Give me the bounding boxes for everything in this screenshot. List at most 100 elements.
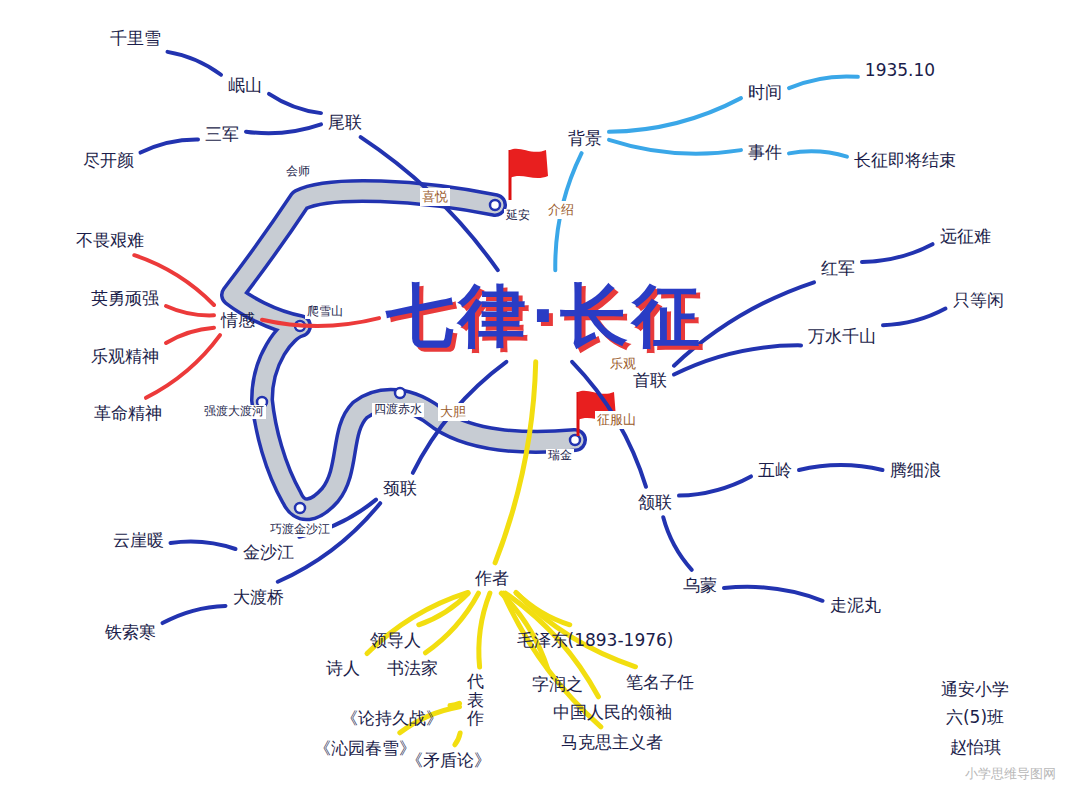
- node-text: 1935.10: [865, 60, 935, 80]
- branch-node: 金沙江: [239, 540, 298, 564]
- branch-node: 只等闲: [949, 288, 1008, 312]
- branch-line: [367, 592, 468, 653]
- branch-node: 长征即将结束: [850, 148, 960, 172]
- red-flag: [510, 149, 548, 200]
- branch-node: 1935.10: [861, 58, 939, 82]
- branch-node: 事件: [744, 140, 786, 164]
- node-text: 《论持久战》: [341, 708, 443, 728]
- node-text: 诗人: [326, 658, 360, 678]
- branch-node: 腾细浪: [886, 458, 945, 482]
- branch-line: [166, 328, 214, 343]
- node-text: 红军: [821, 258, 855, 278]
- branch-line: [883, 309, 946, 326]
- branch-line: [789, 76, 858, 88]
- branch-node: 五岭: [754, 458, 796, 482]
- place-label: 四渡赤水: [372, 403, 424, 417]
- branch-node: 笔名子任: [622, 670, 698, 694]
- node-text: 作者: [475, 568, 509, 588]
- node-text: 笔名子任: [626, 672, 694, 692]
- branch-node: 大渡桥: [229, 585, 288, 609]
- node-text: 云崖暖: [113, 530, 164, 550]
- node-text: 马克思主义者: [561, 732, 663, 752]
- branch-line: [724, 587, 823, 601]
- node-text: 《沁园春雪》: [314, 738, 416, 758]
- place-label: 爬雪山: [305, 305, 345, 319]
- edge-label: 介绍: [546, 201, 576, 219]
- edge-label: 大胆: [438, 403, 468, 421]
- place-label: 瑞金: [546, 449, 574, 463]
- branch-line: [171, 542, 236, 549]
- node-text: 腾细浪: [890, 460, 941, 480]
- node-text: 首联: [633, 370, 667, 390]
- signature-text: 六(5)班: [944, 708, 1006, 728]
- node-text: 中国人民的领袖: [553, 702, 672, 722]
- branch-node: 马克思主义者: [557, 730, 667, 754]
- branch-line: [168, 52, 222, 75]
- node-text: 颔联: [638, 492, 672, 512]
- branch-node: 革命精神: [90, 401, 166, 425]
- branch-node: 书法家: [383, 656, 442, 680]
- node-text: 乐观精神: [91, 346, 159, 366]
- branch-node: 尽开颜: [79, 148, 138, 172]
- branch-node: 万水千山: [804, 324, 880, 348]
- branch-line: [495, 362, 536, 563]
- branch-line: [262, 318, 379, 326]
- branch-line: [166, 306, 214, 315]
- node-text: 金沙江: [243, 542, 294, 562]
- branch-node: 乐观精神: [87, 344, 163, 368]
- branch-node: 《沁园春雪》: [310, 736, 420, 760]
- branch-node: 红军: [817, 256, 859, 280]
- place-label: 会师: [284, 165, 312, 179]
- branch-node: 颈联: [379, 476, 421, 500]
- node-text: 远征难: [940, 226, 991, 246]
- branch-line: [269, 94, 321, 113]
- branch-line: [146, 335, 220, 398]
- branch-node: 岷山: [224, 73, 266, 97]
- branch-node: 中国人民的领袖: [549, 700, 676, 724]
- branch-node: 走泥丸: [826, 593, 885, 617]
- route-stops: [257, 200, 580, 513]
- place-label: 巧渡金沙江: [268, 523, 332, 537]
- branch-node: 乌蒙: [679, 573, 721, 597]
- branch-node: 代表作: [463, 670, 488, 730]
- branch-line: [455, 733, 460, 745]
- branch-node: 《论持久战》: [337, 706, 447, 730]
- node-text: 书法家: [387, 658, 438, 678]
- edge-label: 乐观: [608, 355, 638, 373]
- branch-node: 铁索寒: [101, 620, 160, 644]
- branch-node: 诗人: [322, 656, 364, 680]
- node-text: 时间: [748, 82, 782, 102]
- branch-line: [413, 362, 507, 473]
- node-text: 背景: [568, 128, 602, 148]
- edge-label: 喜悦: [420, 188, 450, 206]
- place-label: 强渡大渡河: [202, 405, 266, 419]
- branch-node: 尾联: [324, 110, 366, 134]
- node-text: 尾联: [328, 112, 362, 132]
- branch-node: 领导人: [366, 628, 425, 652]
- branch-node: 英勇顽强: [87, 286, 163, 310]
- node-text: 走泥丸: [830, 595, 881, 615]
- node-text: 不畏艰难: [76, 230, 144, 250]
- branch-line: [789, 151, 847, 156]
- branch-node: 三军: [201, 122, 243, 146]
- branch-node: 时间: [744, 80, 786, 104]
- node-text: 尽开颜: [83, 150, 134, 170]
- node-text: 铁索寒: [105, 622, 156, 642]
- title-node: 七律·长征: [382, 273, 708, 359]
- node-text: 岷山: [228, 75, 262, 95]
- branch-node: 毛泽东(1893-1976): [513, 628, 678, 652]
- branch-line: [799, 465, 883, 470]
- node-text: 乌蒙: [683, 575, 717, 595]
- branch-line: [361, 137, 498, 270]
- signature-text: 通安小学: [939, 680, 1011, 700]
- branch-line: [141, 139, 199, 152]
- branch-node: 情感: [217, 308, 259, 332]
- branch-node: 远征难: [936, 224, 995, 248]
- branch-node: 《矛盾论》: [402, 748, 495, 772]
- branch-node: 千里雪: [106, 26, 165, 50]
- branch-node: 字润之: [528, 672, 587, 696]
- node-text: 毛泽东(1893-1976): [517, 630, 674, 650]
- node-text: 千里雪: [110, 28, 161, 48]
